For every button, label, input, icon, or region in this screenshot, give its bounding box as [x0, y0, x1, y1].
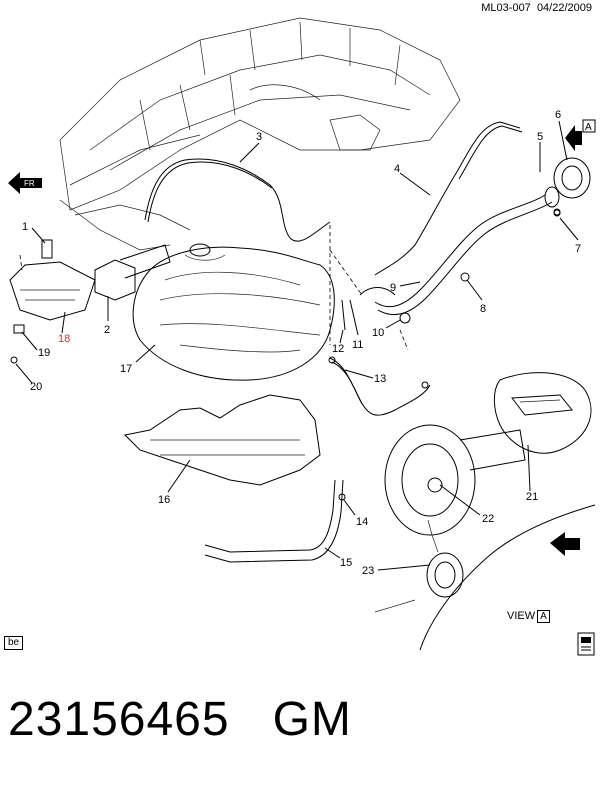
callout-12: 12 [332, 343, 344, 355]
part-number: 23156465 [8, 693, 230, 746]
evap-canister-bracket [9, 239, 96, 364]
callout-17: 17 [120, 363, 132, 375]
callout-4: 4 [394, 163, 400, 175]
diagram-code: ML03-007 [481, 2, 531, 14]
fr-arrow-label: FR [24, 179, 35, 188]
diagram-date: 04/22/2009 [536, 2, 592, 14]
view-a-label-text: VIEW [507, 610, 536, 622]
callout-10: 10 [372, 327, 384, 339]
callout-18: 18 [58, 333, 70, 345]
brand-name: GM [272, 693, 352, 746]
footer-tag: be [4, 636, 24, 650]
alignment-guides [19, 225, 409, 351]
fuel-cap [426, 519, 464, 598]
callout-14: 14 [356, 516, 368, 528]
front-direction-arrow: FR [8, 172, 42, 194]
evap-vapor-line [374, 121, 523, 276]
diagram-header: ML03-007 04/22/2009 [481, 2, 592, 14]
fuel-filler-housing [553, 157, 591, 217]
callout-22: 22 [482, 513, 494, 525]
callout-16: 16 [158, 494, 170, 506]
callout-8: 8 [480, 303, 486, 315]
body-panel-edge [374, 504, 596, 651]
evap-line [329, 357, 431, 416]
fuel-tank-shield [123, 394, 321, 486]
fasteners [328, 208, 561, 501]
fuel-feed-line [144, 158, 331, 242]
callout-5: 5 [537, 131, 543, 143]
document-info-icon[interactable] [577, 632, 595, 656]
callout-9: 9 [390, 282, 396, 294]
filler-hose-clamps [341, 272, 470, 331]
callout-15: 15 [340, 557, 352, 569]
fuel-tank [132, 243, 335, 381]
callout-21: 21 [526, 491, 538, 503]
fuel-system-exploded-diagram: FR A 1 2 3 4 5 6 7 8 9 10 11 12 13 14 15… [8, 17, 596, 656]
fuel-filler-pipe [374, 186, 560, 316]
callout-labels: 1 2 3 4 5 6 7 8 9 10 11 12 13 14 15 16 1… [22, 109, 581, 577]
vehicle-underbody [59, 17, 461, 251]
callout-19: 19 [38, 347, 50, 359]
callout-1: 1 [22, 221, 28, 233]
callout-23: 23 [362, 565, 374, 577]
view-a-label-letter: A [537, 610, 550, 623]
callout-2: 2 [104, 324, 110, 336]
view-a-arrow-letter: A [585, 122, 592, 133]
fuel-door [493, 372, 592, 454]
view-a-arrow: A [565, 119, 596, 151]
fuel-tank-strap [204, 479, 344, 563]
callout-7: 7 [575, 243, 581, 255]
fuel-filler-pocket [384, 424, 526, 536]
part-number-title: 23156465 GM [8, 692, 352, 747]
callout-11: 11 [352, 339, 363, 351]
leader-lines [15, 120, 579, 571]
callout-13: 13 [374, 373, 386, 385]
view-indicator-arrow [550, 532, 580, 556]
fuel-tank-module-bracket [94, 244, 171, 301]
callout-20: 20 [30, 381, 42, 393]
callout-6: 6 [555, 109, 561, 121]
callout-3: 3 [256, 131, 262, 143]
